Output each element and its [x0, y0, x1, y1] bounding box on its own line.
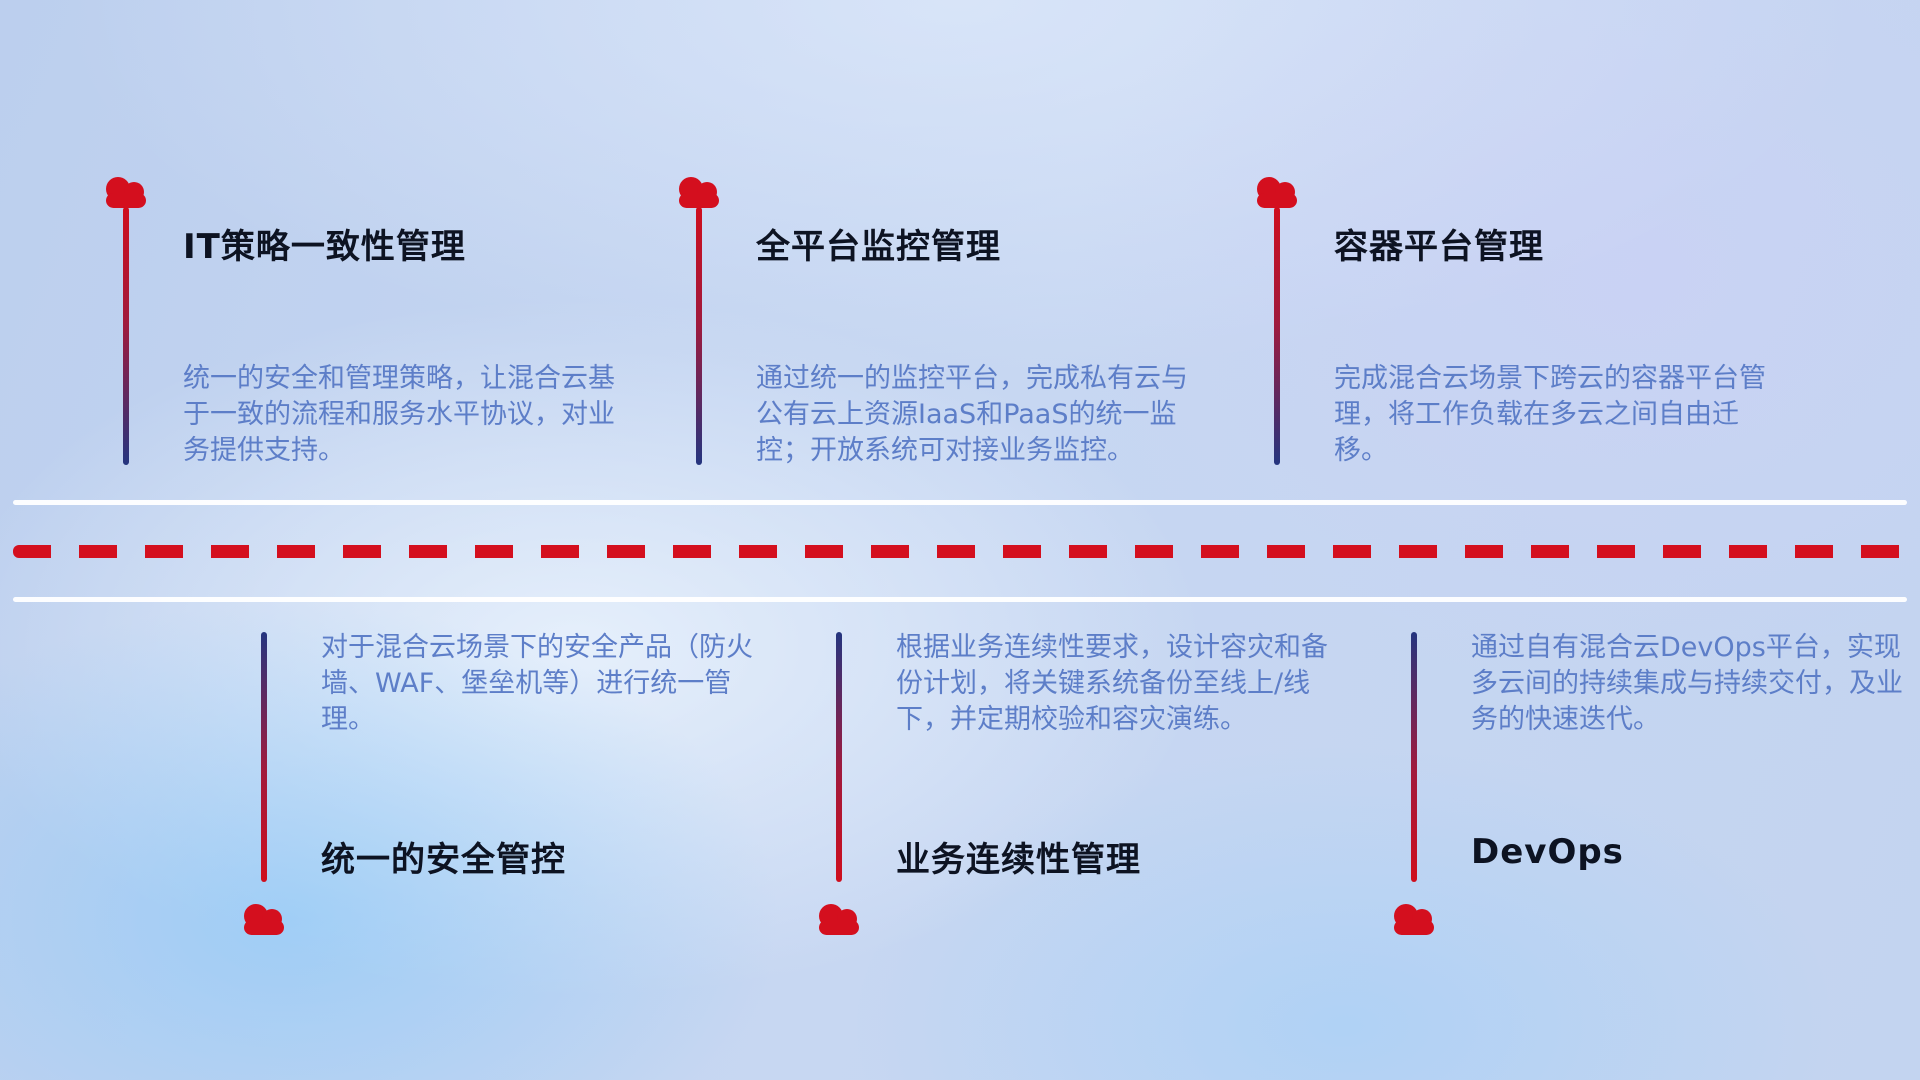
feature-description: 统一的安全和管理策略，让混合云基于一致的流程和服务水平协议，对业务提供支持。	[183, 363, 615, 466]
feature-title: 容器平台管理	[1334, 227, 1544, 267]
feature-title: 统一的安全管控	[321, 840, 566, 880]
cloud-icon	[236, 898, 292, 936]
cloud-icon	[1386, 898, 1442, 936]
feature-description: 通过统一的监控平台，完成私有云与公有云上资源IaaS和PaaS的统一监控；开放系…	[756, 363, 1188, 466]
feature-title: DevOps	[1471, 832, 1624, 872]
timeline-connector	[123, 207, 129, 465]
timeline-connector	[261, 632, 267, 882]
feature-title: 业务连续性管理	[896, 840, 1141, 880]
divider-line-bottom	[13, 597, 1907, 602]
feature-title: IT策略一致性管理	[183, 227, 466, 267]
timeline-connector	[1411, 632, 1417, 882]
timeline-connector	[696, 207, 702, 465]
timeline-connector	[836, 632, 842, 882]
timeline-connector	[1274, 207, 1280, 465]
feature-title: 全平台监控管理	[756, 227, 1001, 267]
feature-description: 通过自有混合云DevOps平台，实现多云间的持续集成与持续交付，及业务的快速迭代…	[1471, 632, 1903, 735]
cloud-icon	[1249, 171, 1305, 209]
cloud-icon	[98, 171, 154, 209]
divider-dashed-line	[13, 545, 1907, 558]
feature-description: 根据业务连续性要求，设计容灾和备份计划，将关键系统备份至线上/线下，并定期校验和…	[896, 632, 1328, 735]
divider-line-top	[13, 500, 1907, 505]
cloud-icon	[811, 898, 867, 936]
feature-description: 完成混合云场景下跨云的容器平台管理，将工作负载在多云之间自由迁移。	[1334, 363, 1766, 466]
cloud-icon	[671, 171, 727, 209]
feature-description: 对于混合云场景下的安全产品（防火墙、WAF、堡垒机等）进行统一管理。	[321, 632, 753, 735]
